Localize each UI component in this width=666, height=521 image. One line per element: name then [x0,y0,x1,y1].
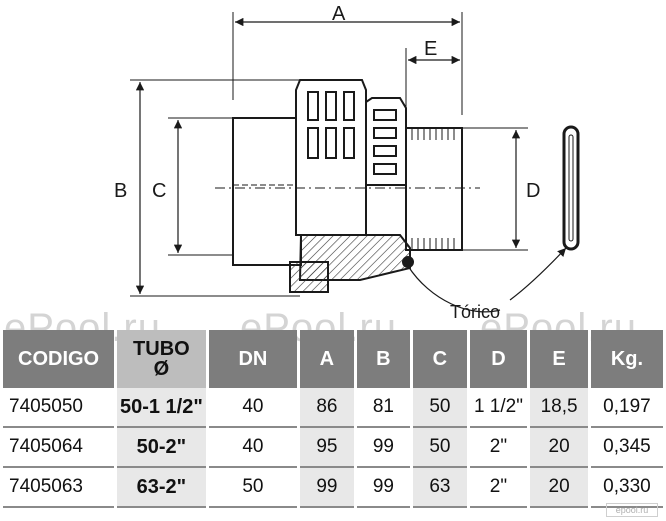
header-dn: DN [208,330,298,388]
o-ring: Tórico [407,125,580,322]
cell-a: 95 [300,428,354,468]
cell-c: 63 [413,468,467,508]
cell-dn: 40 [208,388,298,428]
header-a: A [300,330,354,388]
dimension-e: E [405,38,460,120]
epool-logo: epool.ru [606,503,658,517]
cell-kg: 0,345 [590,428,663,468]
dimension-d: D [460,127,540,251]
cell-dn: 40 [208,428,298,468]
cell-e: 20 [530,468,588,508]
header-d: D [469,330,528,388]
cell-d: 2" [469,468,528,508]
header-codigo: CODIGO [3,330,115,388]
dimension-c-label: C [152,180,166,202]
cell-e: 18,5 [530,388,588,428]
header-tubo-line2: Ø [153,358,170,380]
table-row: 7405064 50-2" 40 95 99 50 2" 20 0,345 [3,428,663,468]
table-row: 7405063 63-2" 50 99 99 63 2" 20 0,330 [3,468,663,508]
dimension-d-label: D [526,180,540,202]
cell-e: 20 [530,428,588,468]
dimension-b-label: B [114,180,127,202]
dimension-b: B [114,79,300,297]
cell-c: 50 [413,428,467,468]
header-tubo: TUBO Ø [117,330,206,388]
cell-tubo: 50-1 1/2" [117,388,206,428]
o-ring-label: Tórico [450,302,500,322]
cell-dn: 50 [208,468,298,508]
union-fitting [215,79,480,293]
table-header-row: CODIGO TUBO Ø DN A B C D E Kg. [3,330,663,388]
cell-b: 81 [356,388,411,428]
header-e: E [530,330,588,388]
cell-b: 99 [356,428,411,468]
cell-b: 99 [356,468,411,508]
dimension-a-label: A [332,3,346,25]
spec-table: CODIGO TUBO Ø DN A B C D E Kg. 7405050 5… [0,330,666,508]
cell-d: 2" [469,428,528,468]
cell-tubo: 50-2" [117,428,206,468]
table-row: 7405050 50-1 1/2" 40 86 81 50 1 1/2" 18,… [3,388,663,428]
header-b: B [356,330,411,388]
header-kg: Kg. [590,330,663,388]
cell-tubo: 63-2" [117,468,206,508]
cell-codigo: 7405063 [3,468,115,508]
dimension-c: C [152,117,240,256]
cell-codigo: 7405050 [3,388,115,428]
technical-drawing: A E B C D [114,3,580,322]
cell-kg: 0,197 [590,388,663,428]
dimension-a: A [232,3,463,115]
header-tubo-line1: TUBO [133,338,190,360]
header-c: C [413,330,467,388]
cell-kg: 0,330 [590,468,663,508]
cell-a: 99 [300,468,354,508]
cell-d: 1 1/2" [469,388,528,428]
cell-a: 86 [300,388,354,428]
dimension-e-label: E [424,38,437,60]
cell-c: 50 [413,388,467,428]
cell-codigo: 7405064 [3,428,115,468]
